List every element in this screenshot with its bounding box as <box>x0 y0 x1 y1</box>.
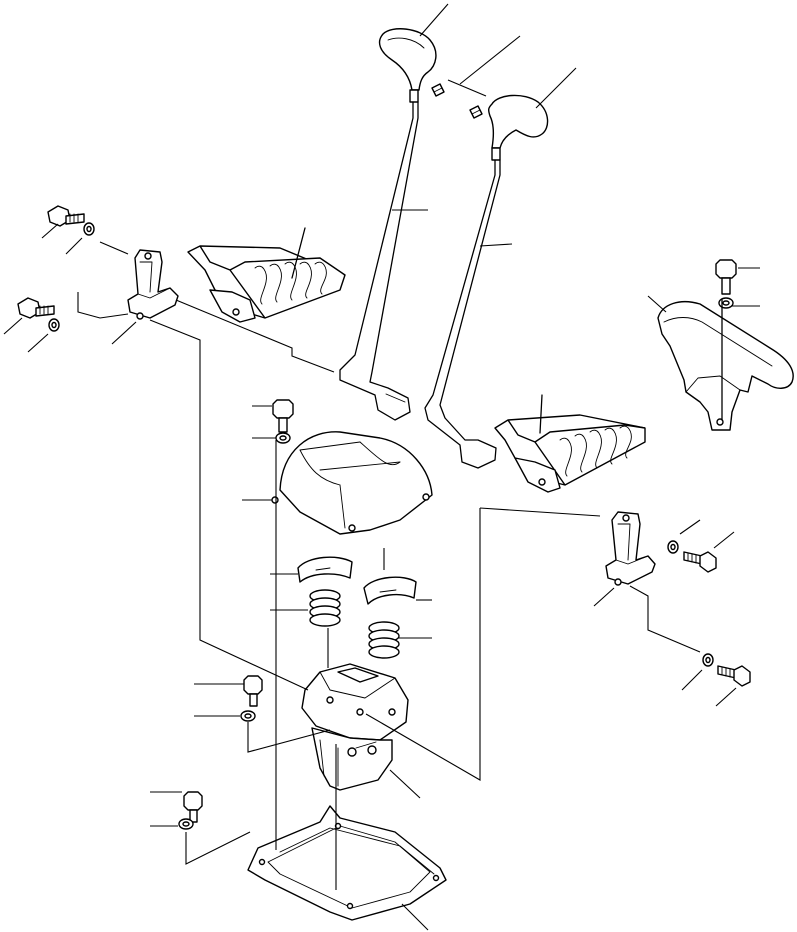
left-pedal <box>187 227 346 323</box>
right-lever-knob <box>487 94 549 149</box>
left-lever-assembly <box>339 28 437 421</box>
left-spring <box>309 589 341 627</box>
right-spring <box>368 621 400 659</box>
side-cover-assembly <box>657 259 794 431</box>
left-lever-knob <box>378 28 437 91</box>
right-lever-assembly <box>424 94 549 469</box>
right-lever-rod <box>424 159 501 469</box>
valve-body <box>240 663 409 791</box>
base-plate <box>178 791 447 921</box>
callout-leaders <box>3 3 760 931</box>
left-bracket-assembly <box>17 205 179 332</box>
left-lever-rod <box>339 101 419 421</box>
seals-and-springs <box>297 556 417 659</box>
right-bracket-assembly <box>605 511 751 687</box>
right-pedal <box>494 394 646 493</box>
center-cover-assembly <box>271 399 433 535</box>
left-seal <box>297 556 353 583</box>
knob-pins <box>431 83 483 119</box>
assembly-guide-lines <box>77 79 701 890</box>
